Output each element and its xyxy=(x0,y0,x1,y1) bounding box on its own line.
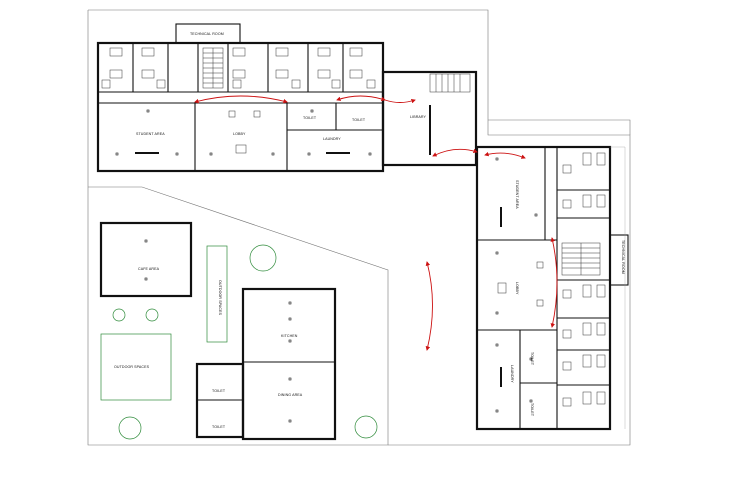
right-wing xyxy=(475,145,629,431)
outdoor-strip xyxy=(206,245,228,343)
bed-icon xyxy=(562,152,606,407)
label-laundry-top: LAUNDRY xyxy=(323,137,341,141)
label-toilet-bottom-2: TOILET xyxy=(212,425,226,429)
label-toilet-top-1: TOILET xyxy=(303,116,317,120)
label-cafe-area: CAFE AREA xyxy=(138,267,160,271)
label-toilet-right-1: TOILET xyxy=(530,352,534,366)
label-student-area-right: STUDENT AREA xyxy=(515,180,519,209)
circulation-arrow-icon xyxy=(194,95,558,351)
label-toilet-top-2: TOILET xyxy=(352,118,366,122)
label-outdoor-spaces-strip: OUTDOOR SPACES xyxy=(218,280,222,316)
label-laundry-right: LAUNDRY xyxy=(510,365,514,383)
cafe-pavilion xyxy=(99,221,193,298)
bed-icon xyxy=(101,47,376,89)
label-outdoor-spaces: OUTDOOR SPACES xyxy=(114,365,150,369)
label-student-area-top: STUDENT AREA xyxy=(136,132,165,136)
top-wing xyxy=(96,23,385,173)
outdoor-plaza xyxy=(100,333,172,401)
label-kitchen: KITCHEN xyxy=(281,334,298,338)
label-library: LIBRARY xyxy=(410,115,427,119)
tree-icon xyxy=(112,244,378,440)
label-dining-area: DINING AREA xyxy=(278,393,303,397)
label-toilet-right-2: TOILET xyxy=(530,403,534,417)
library-block xyxy=(381,70,478,167)
label-technical-room-top: TECHNICAL ROOM xyxy=(190,32,224,36)
site-outline xyxy=(87,9,631,446)
label-technical-room-right: TECHNICAL ROOM xyxy=(621,240,625,274)
label-toilet-bottom-1: TOILET xyxy=(212,389,226,393)
label-lobby-top: LOBBY xyxy=(233,132,246,136)
stair-icon xyxy=(202,47,224,89)
kitchen-dining-block xyxy=(195,287,337,441)
stair-icon xyxy=(561,242,601,276)
label-lobby-right: LOBBY xyxy=(515,282,519,295)
